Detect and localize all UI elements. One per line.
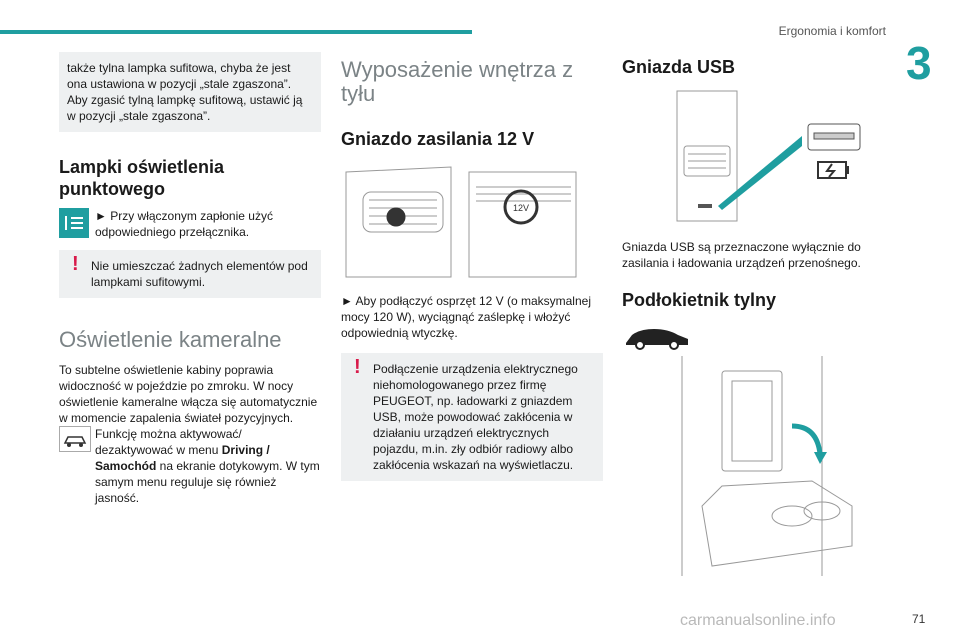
- ambient-menu-name: Driving / Samochód: [95, 443, 270, 473]
- ambient-menu-instruction: Funkcję można aktywować/ dezaktywować w …: [59, 426, 321, 506]
- spot-warning-box: ! Nie umieszczać żadnych elementów pod l…: [59, 250, 321, 298]
- ambient-menu-a: Funkcję można aktywować/ dezaktywować w …: [95, 427, 242, 457]
- spot-lights-text: ► Przy włączonym zapłonie użyć odpowiedn…: [95, 209, 273, 239]
- socket-warning-box: ! Podłączenie urządzenia elektrycznego n…: [341, 353, 603, 481]
- intro-text: także tylna lampka sufitowa, chyba że je…: [67, 61, 303, 123]
- armrest-illustration: [681, 356, 853, 576]
- column-left: także tylna lampka sufitowa, chyba że je…: [59, 52, 321, 506]
- ambient-light-heading: Oświetlenie kameralne: [59, 327, 282, 352]
- rear-equipment-heading: Wyposażenie wnętrza z tyłu: [341, 57, 574, 106]
- armrest-heading: Podłokietnik tylny: [622, 290, 777, 310]
- ambient-light-text: To subtelne oświetlenie kabiny poprawia …: [59, 363, 318, 425]
- car-silhouette-icon: [626, 329, 688, 350]
- fold-down-arrow-icon: [791, 423, 823, 455]
- column-right: Gniazda USB Gniazda USB są przeznaczone …: [622, 52, 884, 591]
- battery-charging-icon: [817, 161, 849, 179]
- usb-heading: Gniazda USB: [622, 57, 736, 77]
- ambient-menu-c: na ekranie dotykowym. W tym samym menu r…: [95, 459, 320, 505]
- socket-illustration: 12V: [345, 166, 577, 278]
- page-number: 71: [912, 612, 926, 626]
- header-accent-bar: [0, 30, 472, 34]
- car-menu-icon: [59, 426, 91, 452]
- watermark: carmanualsonline.info: [680, 612, 836, 629]
- warning-icon: !: [354, 356, 361, 378]
- spot-lights-instruction: ► Przy włączonym zapłonie użyć odpowiedn…: [59, 208, 321, 240]
- intro-box: także tylna lampka sufitowa, chyba że je…: [59, 52, 321, 132]
- socket-warning-text: Podłączenie urządzenia elektrycznego nie…: [373, 362, 578, 472]
- usb-illustration: [676, 90, 861, 222]
- usb-text: Gniazda USB są przeznaczone wyłącznie do…: [622, 240, 861, 270]
- switch-instruction-icon: [59, 208, 89, 238]
- section-title: Ergonomia i komfort: [778, 24, 886, 38]
- chapter-number: 3: [906, 37, 932, 89]
- warning-icon: !: [72, 253, 79, 275]
- socket-text: ► Aby podłączyć osprzęt 12 V (o maksymal…: [341, 294, 591, 340]
- column-middle: Wyposażenie wnętrza z tyłu Gniazdo zasil…: [341, 52, 603, 481]
- socket-heading: Gniazdo zasilania 12 V: [341, 129, 535, 149]
- spot-warning-text: Nie umieszczać żadnych elementów pod lam…: [91, 259, 308, 289]
- spot-lights-heading: Lampki oświetlenia punktowego: [59, 157, 225, 199]
- 12v-socket-label: 12V: [513, 203, 529, 213]
